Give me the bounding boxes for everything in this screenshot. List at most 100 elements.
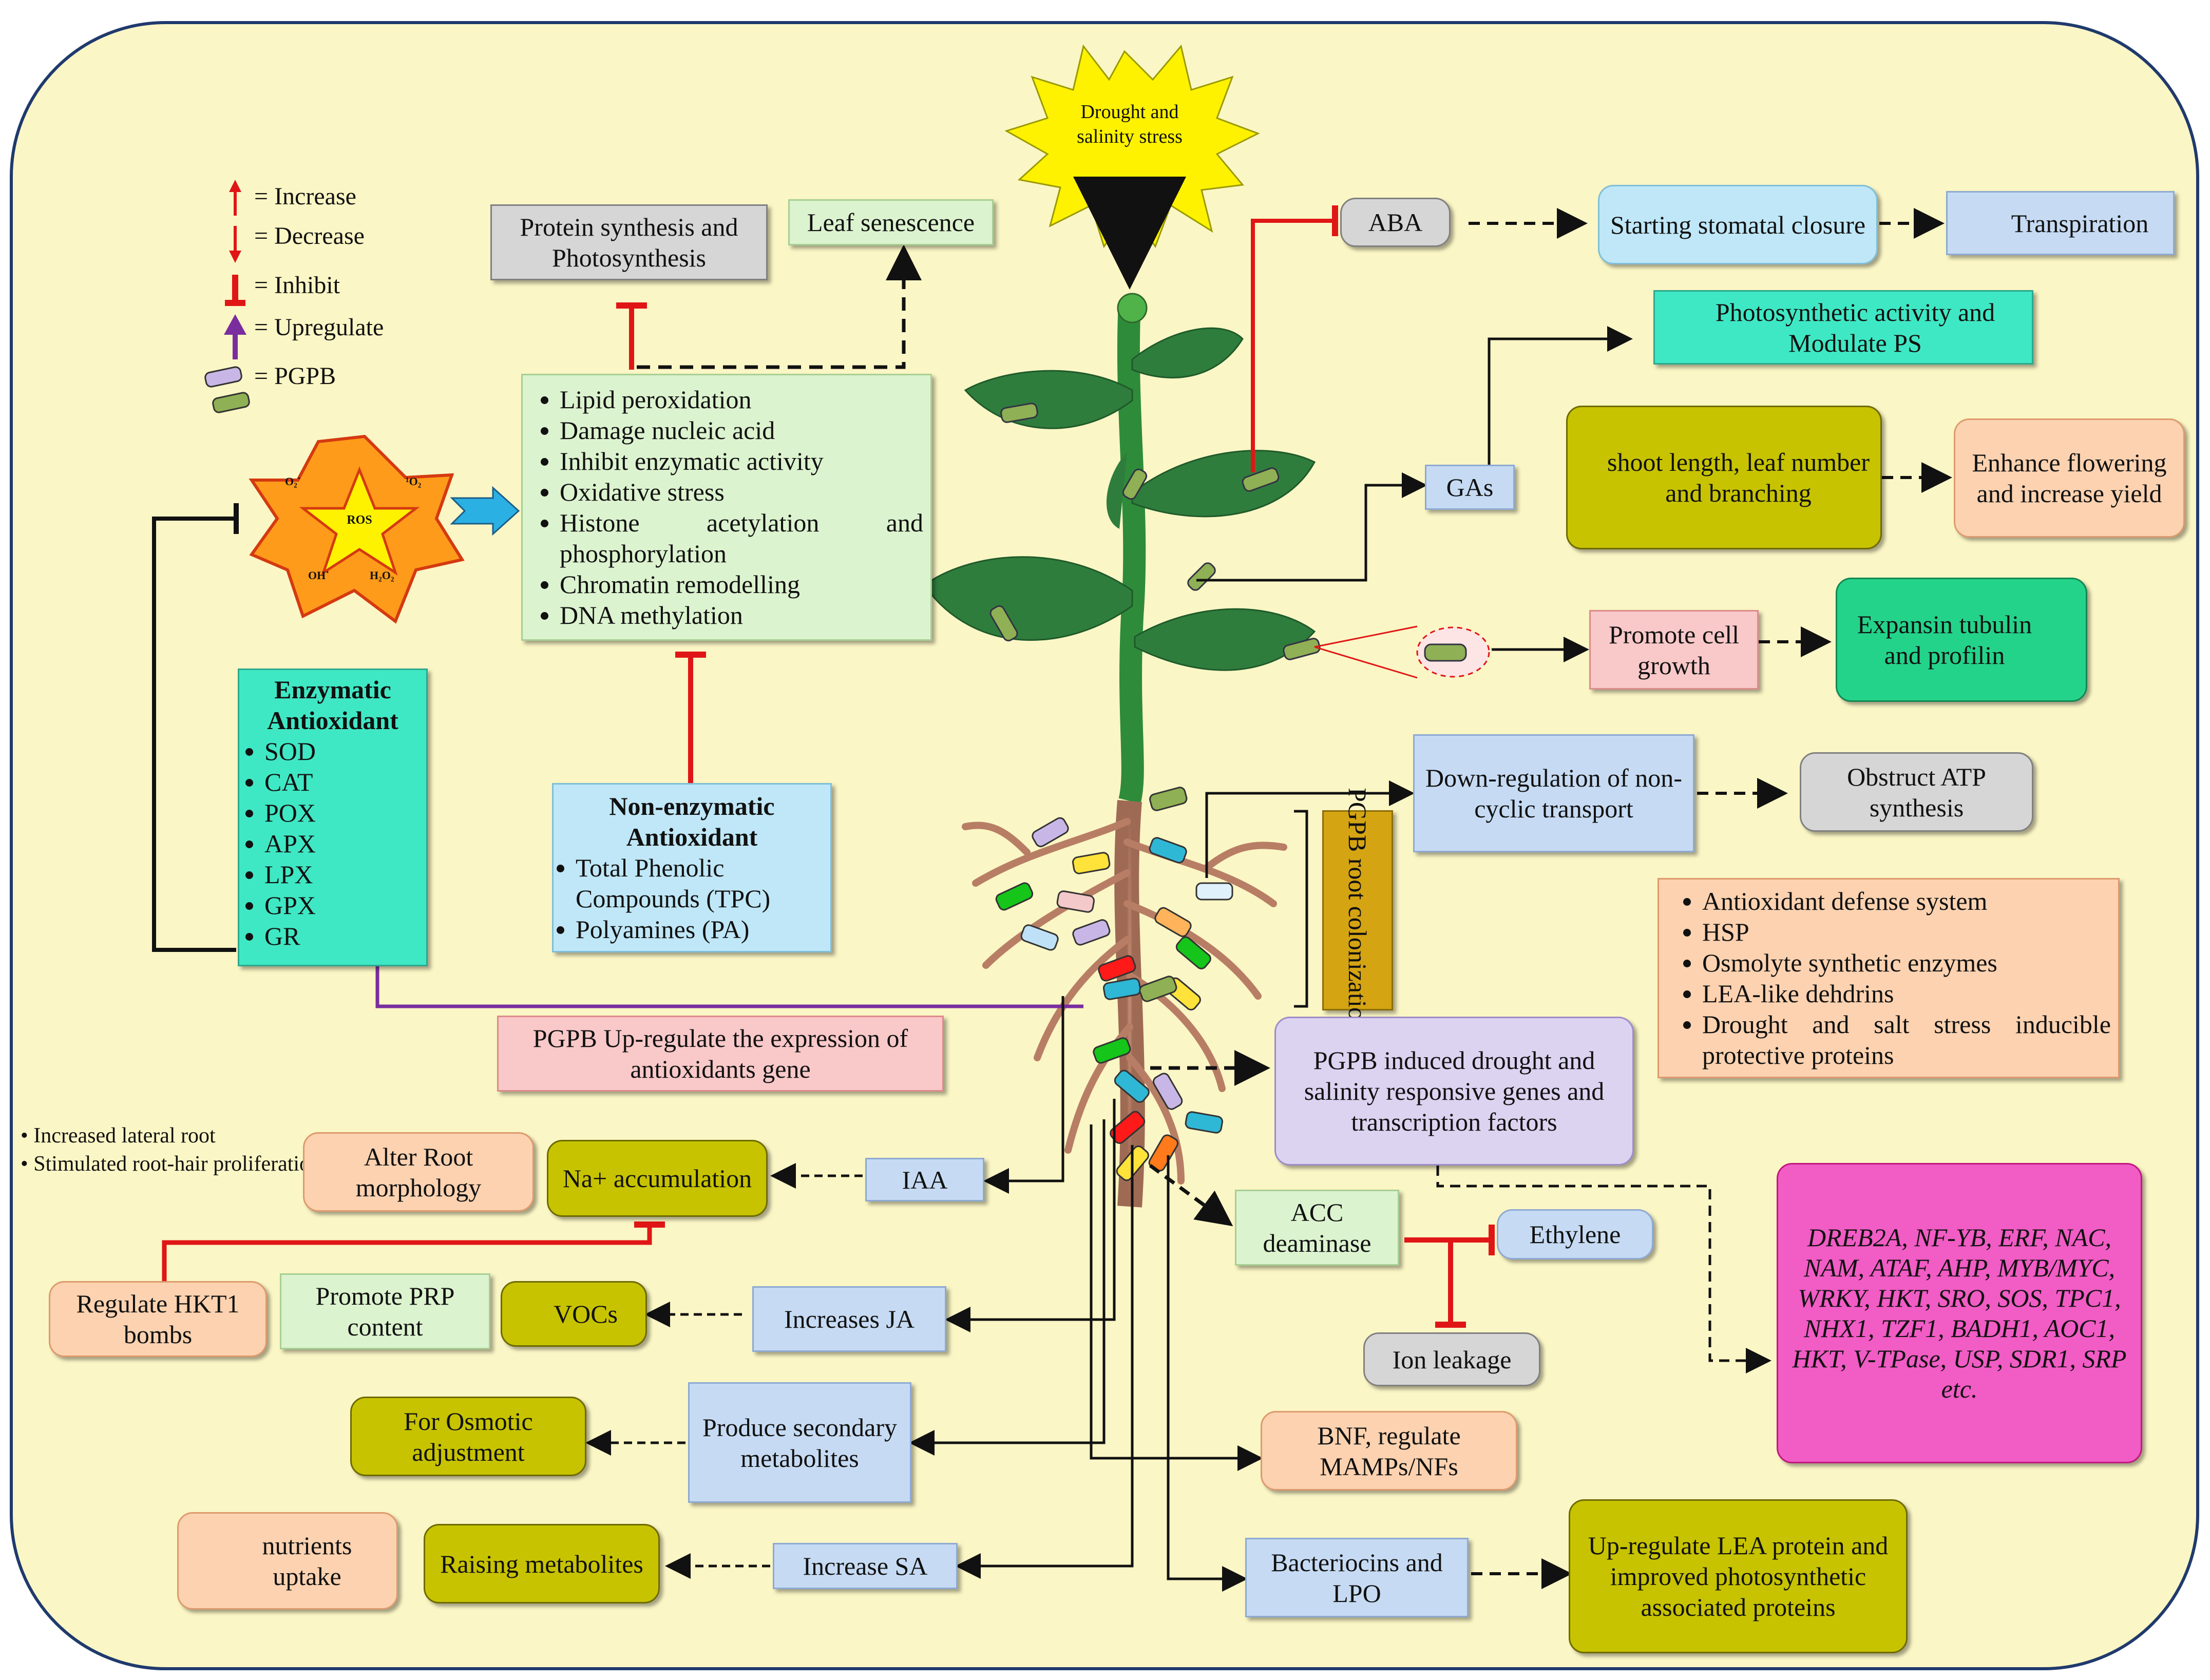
nutrients-box: nutrients uptake [177,1512,398,1610]
nonenzymatic-item: Total Phenolic Compounds (TPC) [576,852,838,914]
genes-box: DREB2A, NF-YB, ERF, NAC, NAM, ATAF, AHP,… [1777,1163,2142,1463]
aba-box: ABA [1340,198,1451,247]
expansin-box: Expansin tubulin and profilin [1836,578,2087,702]
zoom-line [1314,646,1418,679]
leaf [1106,452,1127,529]
leaf [1131,450,1316,518]
leaf [1134,608,1316,671]
legend-inhibit: = Inhibit [254,272,340,299]
ros-to-damage-arrow [450,486,520,536]
leaf-senescence-box: Leaf senescence [788,199,994,245]
damage-item: Oxidative stress [560,476,923,507]
shoot-length-box: shoot length, leaf number and branching [1566,406,1882,549]
ros-center-label: ROS [347,513,372,527]
bacteriocins-box: Bacteriocins and LPO [1245,1538,1469,1617]
enzymatic-item: GR [264,921,437,951]
enzymatic-to-ros-inhibit [152,517,236,952]
plant-stem [1117,302,1146,804]
damage-list: Lipid peroxidation Damage nucleic acid I… [530,384,923,631]
downregulation-box: Down-regulation of non-cyclic transport [1413,734,1694,852]
ros-inner-star [299,466,420,576]
protective-item: LEA-like dehdrins [1702,978,2111,1009]
hkt1-inhibit-na [162,1225,652,1281]
damage-item: Damage nucleic acid [560,415,923,446]
iaa-box: IAA [865,1158,984,1201]
root-note: • Increased lateral root [21,1124,216,1148]
leaf-to-gas [1196,472,1427,582]
protein-synthesis-box: Protein synthesis and Photosynthesis [490,204,768,280]
ros-hydroxyl: OH˙ [308,569,330,582]
root-colonization-box: PGPB root colonization [1322,788,1393,1033]
protective-item: HSP [1702,917,2111,947]
pgpb-bacterium [1283,638,1321,660]
damage-item: DNA methylation [560,600,923,631]
flowering-yield-box: Enhance flowering and increase yield [1954,418,2185,538]
protective-item: Drought and salt stress inducible protec… [1702,1009,2111,1071]
legend-upregulate: = Upregulate [254,314,384,341]
sa-box: Increase SA [773,1543,958,1589]
root-colonization-label: PGPB root colonization [1343,788,1373,1033]
osmotic-box: For Osmotic adjustment [350,1397,586,1476]
root-to-downregulation [1205,780,1415,878]
root-to-iaa [983,996,1064,1194]
nonenzymatic-antioxidant-box: Non-enzymatic Antioxidant Total Phenolic… [552,783,832,952]
nonenzymatic-item: Polyamines (PA) [576,914,838,945]
gas-box: GAs [1425,465,1515,510]
root-to-secondary [909,1119,1106,1456]
enzymatic-item: LPX [264,859,437,890]
raising-metabolites-box: Raising metabolites [424,1524,660,1603]
obstruct-atp-box: Obstruct ATP synthesis [1800,752,2033,832]
prp-box: Promote PRP content [280,1273,490,1349]
enzymatic-item: SOD [264,736,437,767]
damage-item: Chromatin remodelling [560,569,923,600]
plant-bud [1117,293,1148,323]
pgpb-bacterium-zoom [1424,643,1467,662]
ros-h2o2: H₂O₂ [370,569,394,582]
hkt1-box: Regulate HKT1 bombs [49,1281,267,1357]
ja-box: Increases JA [752,1286,946,1352]
damage-item: Inhibit enzymatic activity [560,446,923,476]
acc-deaminase-box: ACC deaminase [1235,1190,1399,1266]
damage-item: Histone acetylation and phosphorylation [560,507,923,569]
pgpb-induced-box: PGPB induced drought and salinity respon… [1274,1017,1634,1166]
damage-list-box: Lipid peroxidation Damage nucleic acid I… [521,374,932,641]
root-to-sa [955,1145,1134,1579]
root-to-bacteriocins [1167,1155,1248,1592]
zoom-line [1314,625,1418,648]
root-to-bnf [1090,1124,1263,1471]
ethylene-box: Ethylene [1497,1209,1653,1259]
damage-item: Lipid peroxidation [560,384,923,415]
enzymatic-antioxidant-box: Enzymatic Antioxidant SOD CAT POX APX LP… [238,669,428,966]
protective-item: Antioxidant defense system [1702,886,2111,917]
root-notes: • Increased lateral root • Stimulated ro… [21,1122,321,1178]
enzymatic-list: SOD CAT POX APX LPX GPX GR [228,736,437,951]
promote-cell-growth-box: Promote cell growth [1589,610,1759,690]
na-accumulation-box: Na+ accumulation [547,1140,768,1217]
root-to-acc [1149,1164,1233,1227]
legend-graphics [204,180,250,413]
ros-o2-radical: O₂˙ [285,475,301,488]
vocs-box: VOCs [501,1281,647,1347]
enzymatic-item: GPX [264,890,437,921]
stomatal-closure-box: Starting stomatal closure [1598,185,1878,264]
nonenzymatic-title: Non-enzymatic Antioxidant [609,792,775,851]
secondary-metabolites-box: Produce secondary metabolites [688,1382,911,1503]
photosynthetic-box: Photosynthetic activity and Modulate PS [1653,290,2033,365]
protective-item: Osmolyte synthetic enzymes [1702,947,2111,978]
root-note: • Stimulated root-hair proliferation [21,1152,321,1176]
damage-to-senescence [637,244,922,369]
root-colonization-bracket [1294,810,1308,1008]
leaf [1131,327,1244,378]
pgpb-bacterium [1242,467,1280,492]
induced-to-genes [1436,1166,1771,1373]
protective-list: Antioxidant defense system HSP Osmolyte … [1666,886,2111,1071]
lea-protein-box: Up-regulate LEA protein and improved pho… [1569,1499,1908,1653]
pgpb-bacterium [1000,403,1038,423]
bnf-box: BNF, regulate MAMPs/NFs [1261,1411,1517,1491]
inhibit-aba-line [1251,219,1335,472]
ros-singlet-o2: ¹O₂ [406,475,422,488]
protective-list-box: Antioxidant defense system HSP Osmolyte … [1658,878,2120,1078]
root-to-ja [945,1099,1116,1332]
ion-leakage-box: Ion leakage [1363,1332,1540,1386]
